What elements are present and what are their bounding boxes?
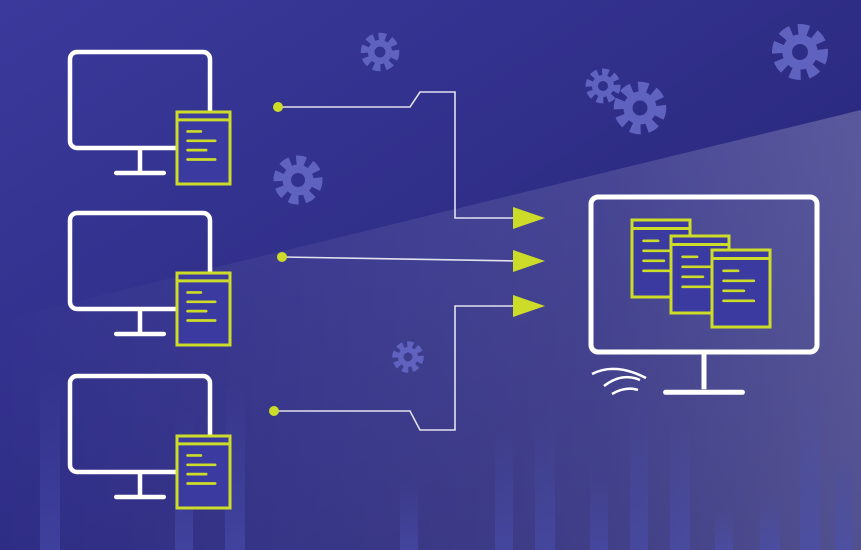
connector-line (281, 256, 521, 262)
document-icon (710, 248, 772, 329)
connectors (269, 91, 545, 431)
arrowhead (513, 207, 545, 229)
connector-line (278, 91, 520, 219)
connector-start-dot (273, 102, 283, 112)
connector-start-dot (269, 406, 279, 416)
connector-line (274, 305, 520, 431)
background-bars (40, 370, 853, 550)
arrowhead (513, 250, 545, 272)
arrowhead (513, 295, 545, 317)
source-monitor (67, 210, 232, 347)
document-icon (175, 271, 232, 347)
target-monitor (588, 194, 820, 395)
connector-start-dot (277, 252, 287, 262)
source-monitor (67, 373, 232, 510)
target-monitor-frame (588, 194, 820, 395)
source-monitors (67, 49, 232, 510)
document-icon (175, 434, 232, 510)
logo-mark (591, 367, 647, 396)
document-icon (175, 110, 232, 186)
source-monitor (67, 49, 232, 186)
